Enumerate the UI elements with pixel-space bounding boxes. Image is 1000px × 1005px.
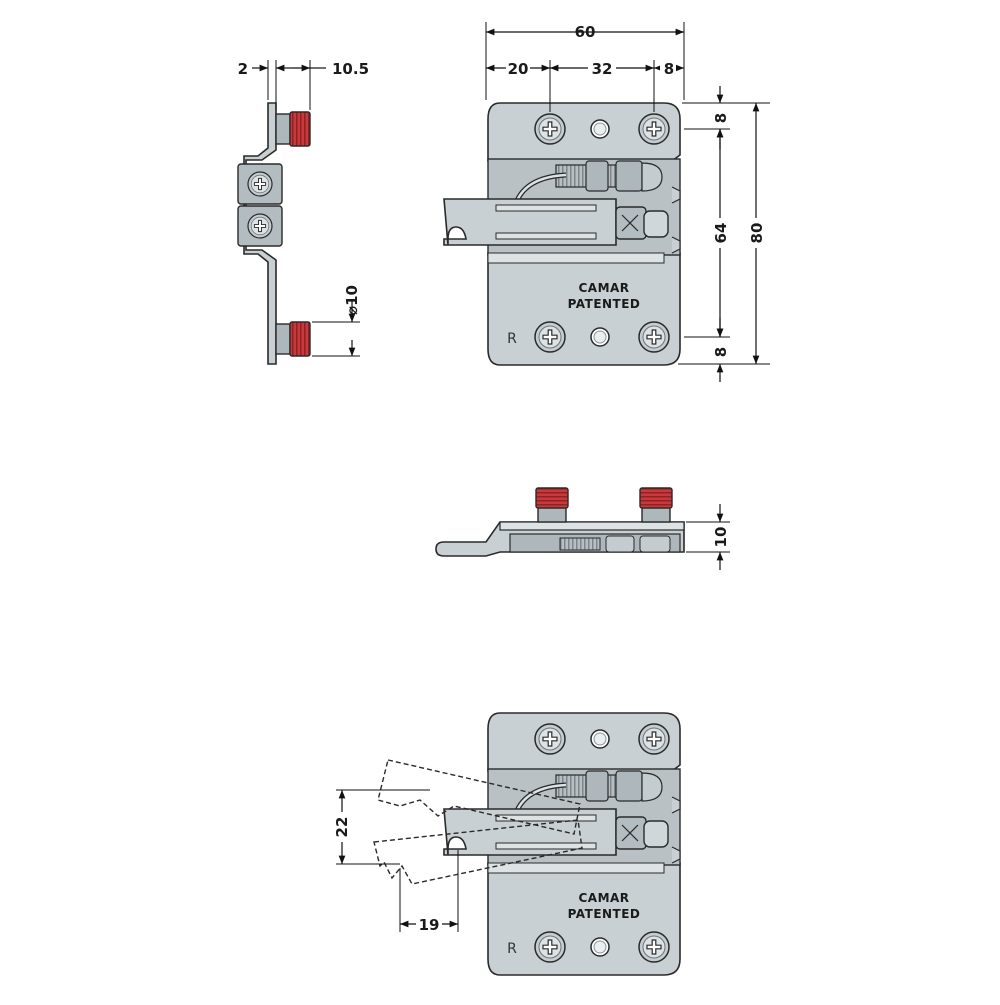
brand-label: CAMAR [578, 891, 629, 905]
adjust-view: CAMAR PATENTED R 22 19 [330, 713, 680, 975]
side-mark: R [507, 941, 517, 957]
dim-dowel-diameter: ⌀10 [343, 285, 361, 315]
patent-label: PATENTED [568, 297, 641, 311]
screw-head-icon [237, 205, 283, 247]
dim-spacing: 32 [592, 60, 613, 78]
side-mark: R [507, 331, 517, 347]
dim-height: 80 [748, 223, 766, 244]
dim-width: 60 [575, 23, 596, 41]
front-view: CAMAR PATENTED R 60 20 32 8 8 64 [444, 22, 770, 382]
dowel-icon [535, 487, 569, 523]
patent-label: PATENTED [568, 907, 641, 921]
dim-top: 8 [712, 113, 730, 123]
dim-right: 8 [664, 60, 674, 78]
screw-head-icon [237, 163, 283, 205]
dowel-icon [639, 487, 673, 523]
dim-horizontal-travel: 19 [419, 916, 440, 934]
top-view: 10 [435, 487, 730, 570]
brand-label: CAMAR [578, 281, 629, 295]
dim-hole-spacing: 64 [712, 223, 730, 244]
dim-left: 20 [508, 60, 529, 78]
dim-top-height: 10 [712, 527, 730, 548]
dim-bottom: 8 [712, 347, 730, 357]
side-view: 2 10.5 ⌀10 [237, 60, 369, 365]
dim-vertical-travel: 22 [333, 817, 351, 838]
dowel-icon [275, 321, 311, 357]
dowel-icon [275, 111, 311, 147]
dim-dowel-length: 10.5 [332, 60, 369, 78]
dim-thickness: 2 [238, 60, 248, 78]
